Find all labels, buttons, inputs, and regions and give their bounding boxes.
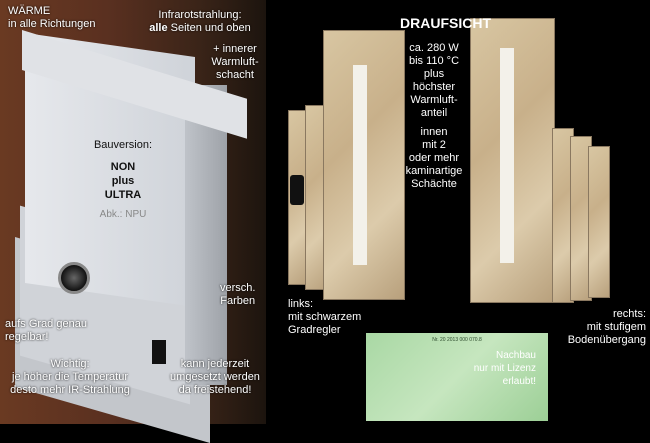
caption-line: schacht [216,69,254,81]
caption-line: regelbar! [5,331,49,343]
caption-line: mit stufigem [586,321,646,333]
version-name: NON [110,161,136,173]
inner-caption: innen mit 2 oder mehr kaminartige Schäch… [402,126,466,191]
caption-line: Schächte [411,178,457,190]
version-abbr: Abk.: NPU [99,209,147,220]
caption-line: oder mehr [408,152,460,164]
caption-line: Bauversion: [93,139,153,151]
caption-line: mit schwarzem [288,311,362,323]
important-caption: Wichtig: je höher die Temperatur desto m… [0,358,140,397]
heater-photo [0,0,266,443]
heat-caption: WÄRME in alle Richtungen [8,5,95,31]
heater-side [185,85,227,385]
caption-line: links: [288,298,314,310]
temperature-knob [58,262,90,294]
license-note: Nachbau nur mit Lizenz erlaubt! [474,349,536,388]
caption-line: nur mit Lizenz [473,363,536,374]
caption-line: versch. [220,282,256,294]
power-caption: ca. 280 W bis 110 °C plus höchster Warml… [402,42,466,120]
caption-line: Infrarotstrahlung: [158,9,242,21]
version-caption: Bauversion: NON plus ULTRA Abk.: NPU [78,138,168,222]
caption-line: aufs Grad genau [5,318,87,330]
ir-caption: Infrarotstrahlung: alle Seiten und oben [130,9,270,35]
caption-line: desto mehr IR-Strahlung [10,384,130,396]
top-view-right-photo [470,18,640,303]
caption-line: da freistehend! [178,384,252,396]
caption-line: alle Seiten und oben [130,22,270,35]
caption-line: WÄRME [8,5,51,17]
move-caption: kann jederzeit umgesetzt werden da freis… [160,358,270,397]
caption-line: Warmluft- [211,56,259,68]
certificate-number: Nr. 20 2013 000 070.8 [432,337,482,343]
version-name: ULTRA [104,189,142,201]
shaft-caption: + innerer Warmluft- schacht [205,43,265,82]
caption-line: anteil [420,107,448,119]
caption-line: je höher die Temperatur [12,371,128,383]
power-switch [152,340,166,364]
caption-line: mit 2 [422,139,446,151]
version-name: plus [111,175,135,187]
caption-line: Farben [220,295,256,307]
caption-line: erlaubt! [502,376,536,387]
caption-line: bis 110 °C [408,55,460,67]
caption-line: + innerer [213,43,257,55]
caption-line: in alle Richtungen [8,18,96,30]
caption-line: Nachbau [495,350,536,361]
caption-line: kaminartige [405,165,463,177]
caption-line: ca. 280 W [409,42,459,54]
caption-line: Wichtig: [50,358,90,370]
caption-line: Bodenübergang [567,334,646,346]
top-view-title: DRAUFSICHT [400,15,491,31]
left-view-caption: links: mit schwarzem Gradregler [288,298,361,337]
caption-line: Gradregler [288,324,341,336]
caption-line: kann jederzeit [180,358,250,370]
caption-line: innen [420,126,448,138]
caption-bold: alle [149,22,168,34]
caption-line: Warmluft- [410,94,458,106]
control-caption: aufs Grad genau regelbar! [5,318,87,344]
caption-line: umgesetzt werden [170,371,260,383]
knob-icon [290,175,304,205]
caption-line: rechts: [612,308,646,320]
colors-caption: versch. Farben [220,282,255,308]
top-view-left-photo [285,20,405,300]
patent-certificate: Nr. 20 2013 000 070.8 Nachbau nur mit Li… [366,333,548,421]
caption-line: plus höchster [412,68,456,93]
caption-text: Seiten und oben [167,22,251,34]
right-view-caption: rechts: mit stufigem Bodenübergang [560,308,646,347]
